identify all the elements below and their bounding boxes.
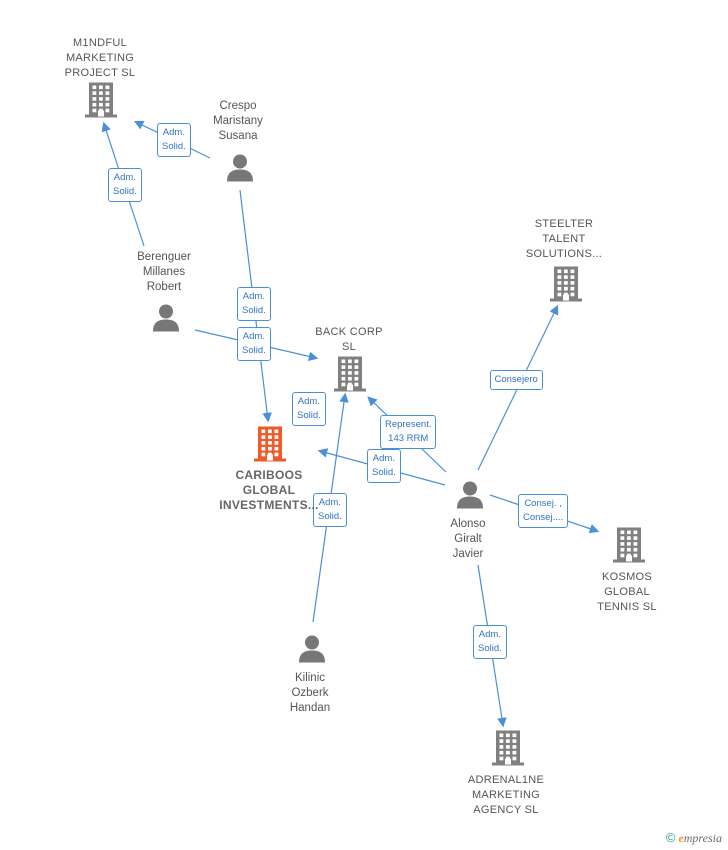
- brand-initial: e: [678, 831, 684, 845]
- company-label-steelter[interactable]: STEELTER TALENT SOLUTIONS...: [525, 218, 603, 260]
- company-label-cariboos[interactable]: CARIBOOS GLOBAL INVESTMENTS...: [219, 468, 319, 512]
- edge-label[interactable]: Represent. 143 RRM: [380, 415, 437, 449]
- building-icon[interactable]: [549, 265, 583, 308]
- building-icon[interactable]: [491, 729, 525, 772]
- brand-name: mpresia: [683, 831, 722, 845]
- person-label-berenguer[interactable]: Berenguer Millanes Robert: [137, 251, 191, 293]
- person-icon[interactable]: [151, 303, 181, 338]
- edge-label[interactable]: Adm. Solid.: [237, 287, 271, 321]
- company-label-backcorp[interactable]: BACK CORP SL: [315, 326, 383, 353]
- empresia-watermark: © empresia: [666, 830, 722, 846]
- building-icon[interactable]: [333, 355, 367, 398]
- person-label-alonso[interactable]: Alonso Giralt Javier: [450, 518, 486, 560]
- company-label-adrenal[interactable]: ADRENAL1NE MARKETING AGENCY SL: [467, 774, 545, 816]
- building-icon[interactable]: [253, 425, 287, 468]
- edge-label[interactable]: Adm. Solid.: [108, 168, 142, 202]
- edge-label[interactable]: Adm. Solid.: [367, 449, 401, 483]
- building-icon[interactable]: [612, 526, 646, 569]
- copyright-icon: ©: [665, 830, 676, 845]
- person-label-kilinic[interactable]: Kilinic Ozberk Handan: [289, 672, 331, 714]
- edge-label[interactable]: Adm. Solid.: [292, 392, 326, 426]
- edge-label[interactable]: Adm. Solid.: [157, 123, 191, 157]
- edge-label[interactable]: Consej. , Consej....: [518, 494, 569, 528]
- edge-label[interactable]: Adm. Solid.: [313, 493, 347, 527]
- edge-label[interactable]: Consejero: [489, 370, 543, 390]
- person-icon[interactable]: [297, 634, 327, 669]
- person-label-crespo[interactable]: Crespo Maristany Susana: [213, 100, 263, 142]
- building-icon[interactable]: [84, 81, 118, 124]
- person-icon[interactable]: [455, 480, 485, 515]
- edge-label[interactable]: Adm. Solid.: [237, 327, 271, 361]
- company-label-mindful[interactable]: M1NDFUL MARKETING PROJECT SL: [64, 37, 136, 79]
- edge-label[interactable]: Adm. Solid.: [473, 625, 507, 659]
- person-icon[interactable]: [225, 153, 255, 188]
- company-label-kosmos[interactable]: KOSMOS GLOBAL TENNIS SL: [597, 571, 657, 613]
